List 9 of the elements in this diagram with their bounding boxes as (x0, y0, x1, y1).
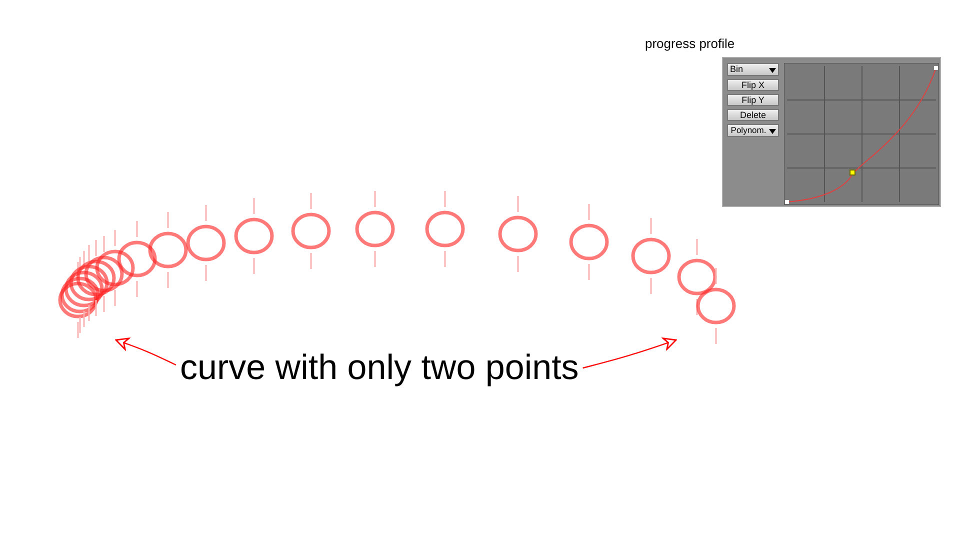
button: Flip Y (727, 94, 779, 106)
arrow (582, 338, 677, 369)
panel-title: progress profile (645, 36, 735, 51)
button: Flip X (727, 79, 779, 91)
arrow (115, 338, 176, 366)
dropdown-button: Bin (727, 63, 779, 76)
dropdown-button: Polynom. (727, 124, 779, 137)
annotation-text: curve with only two points (176, 348, 583, 388)
button: Delete (727, 109, 779, 121)
